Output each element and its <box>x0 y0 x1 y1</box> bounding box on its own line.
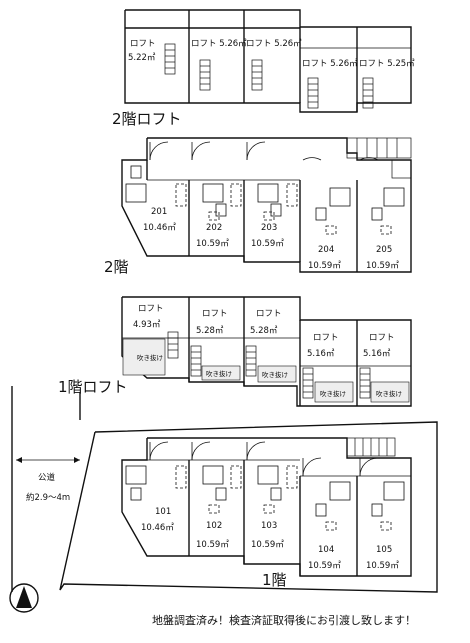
loft-1f-room-1-void: 吹き抜け <box>137 353 163 362</box>
unit-204-number: 204 <box>318 245 334 255</box>
unit-103-area: 10.59㎡ <box>251 540 284 550</box>
unit-202-area: 10.59㎡ <box>196 239 229 249</box>
road-label: 公道 <box>38 472 56 483</box>
svg-text:5.22㎡: 5.22㎡ <box>128 53 156 63</box>
loft-1f-room-4-area: 5.16㎡ <box>307 349 335 359</box>
unit-103-number: 103 <box>261 521 277 531</box>
loft-2f-plan: ロフト 5.22㎡ ロフト 5.26㎡ ロフト 5.26㎡ ロフト 5.26㎡ … <box>124 9 415 113</box>
unit-101-number: 101 <box>155 507 171 517</box>
svg-text:ロフト 5.26㎡: ロフト 5.26㎡ <box>302 59 358 69</box>
loft-2f-room-2-area: 5.26㎡ <box>219 39 247 49</box>
loft-2f-room-5-area: 5.25㎡ <box>387 59 415 69</box>
notice-text: 地盤調査済み！検査済証取得後にお引渡し致します！ <box>152 613 416 627</box>
loft-2f-room-4-area: 5.26㎡ <box>330 59 358 69</box>
floor-1f-title: 1階 <box>262 571 287 589</box>
loft-1f-room-2-void: 吹き抜け <box>206 369 232 378</box>
svg-text:ロフト 5.26㎡: ロフト 5.26㎡ <box>246 39 302 49</box>
north-arrow-icon <box>9 583 39 613</box>
unit-101-area: 10.46㎡ <box>141 523 174 533</box>
unit-105-number: 105 <box>376 545 392 555</box>
loft-2f-room-1-label: ロフト <box>130 39 156 49</box>
loft-1f-room-3-void: 吹き抜け <box>262 370 288 379</box>
floor-2f-title: 2階 <box>104 258 129 276</box>
public-road: 公道 約2.9～4m <box>11 386 81 592</box>
unit-204-area: 10.59㎡ <box>308 261 341 271</box>
unit-201-number: 201 <box>151 207 167 217</box>
unit-203-area: 10.59㎡ <box>251 239 284 249</box>
unit-205-area: 10.59㎡ <box>366 261 399 271</box>
floor-1f-plan: 101 10.46㎡ 102 10.59㎡ 103 10.59㎡ 104 10.… <box>59 421 438 593</box>
loft-2f-title: 2階ロフト <box>112 110 182 128</box>
loft-2f-room-3-label: ロフト <box>246 39 272 49</box>
loft-1f-room-1-label: ロフト <box>138 304 164 314</box>
unit-102-number: 102 <box>206 521 222 531</box>
unit-205-number: 205 <box>376 245 392 255</box>
loft-2f-room-1-area: 5.22㎡ <box>128 53 156 63</box>
loft-2f-room-4-label: ロフト <box>302 59 328 69</box>
loft-2f-room-2-label: ロフト <box>191 39 217 49</box>
loft-1f-room-5-label: ロフト <box>369 333 395 343</box>
loft-1f-room-2-area: 5.28㎡ <box>196 326 224 336</box>
floor-2f-plan: 201 10.46㎡ 202 10.59㎡ 203 10.59㎡ 204 10.… <box>121 137 412 273</box>
svg-text:ロフト 5.25㎡: ロフト 5.25㎡ <box>359 59 415 69</box>
loft-1f-room-3-area: 5.28㎡ <box>250 326 278 336</box>
loft-2f-room-5-label: ロフト <box>359 59 385 69</box>
loft-1f-room-5-void: 吹き抜け <box>376 389 402 398</box>
unit-104-area: 10.59㎡ <box>308 561 341 571</box>
loft-1f-room-3-label: ロフト <box>256 309 282 319</box>
unit-104-number: 104 <box>318 545 334 555</box>
unit-202-number: 202 <box>206 223 222 233</box>
loft-1f-plan: ロフト 4.93㎡ 吹き抜け ロフト 5.28㎡ 吹き抜け ロフト 5.28㎡ … <box>121 296 412 407</box>
svg-text:ロフト: ロフト <box>130 39 156 49</box>
unit-102-area: 10.59㎡ <box>196 540 229 550</box>
loft-1f-title: 1階ロフト <box>58 378 128 396</box>
loft-1f-room-2-label: ロフト <box>202 309 228 319</box>
road-width: 約2.9～4m <box>26 492 70 503</box>
unit-203-number: 203 <box>261 223 277 233</box>
loft-2f-room-3-area: 5.26㎡ <box>274 39 302 49</box>
svg-text:ロフト 5.26㎡: ロフト 5.26㎡ <box>191 39 247 49</box>
unit-105-area: 10.59㎡ <box>366 561 399 571</box>
loft-1f-room-4-label: ロフト <box>313 333 339 343</box>
loft-1f-room-1-area: 4.93㎡ <box>133 320 161 330</box>
loft-1f-room-4-void: 吹き抜け <box>320 389 346 398</box>
unit-201-area: 10.46㎡ <box>143 223 176 233</box>
loft-1f-room-5-area: 5.16㎡ <box>363 349 391 359</box>
